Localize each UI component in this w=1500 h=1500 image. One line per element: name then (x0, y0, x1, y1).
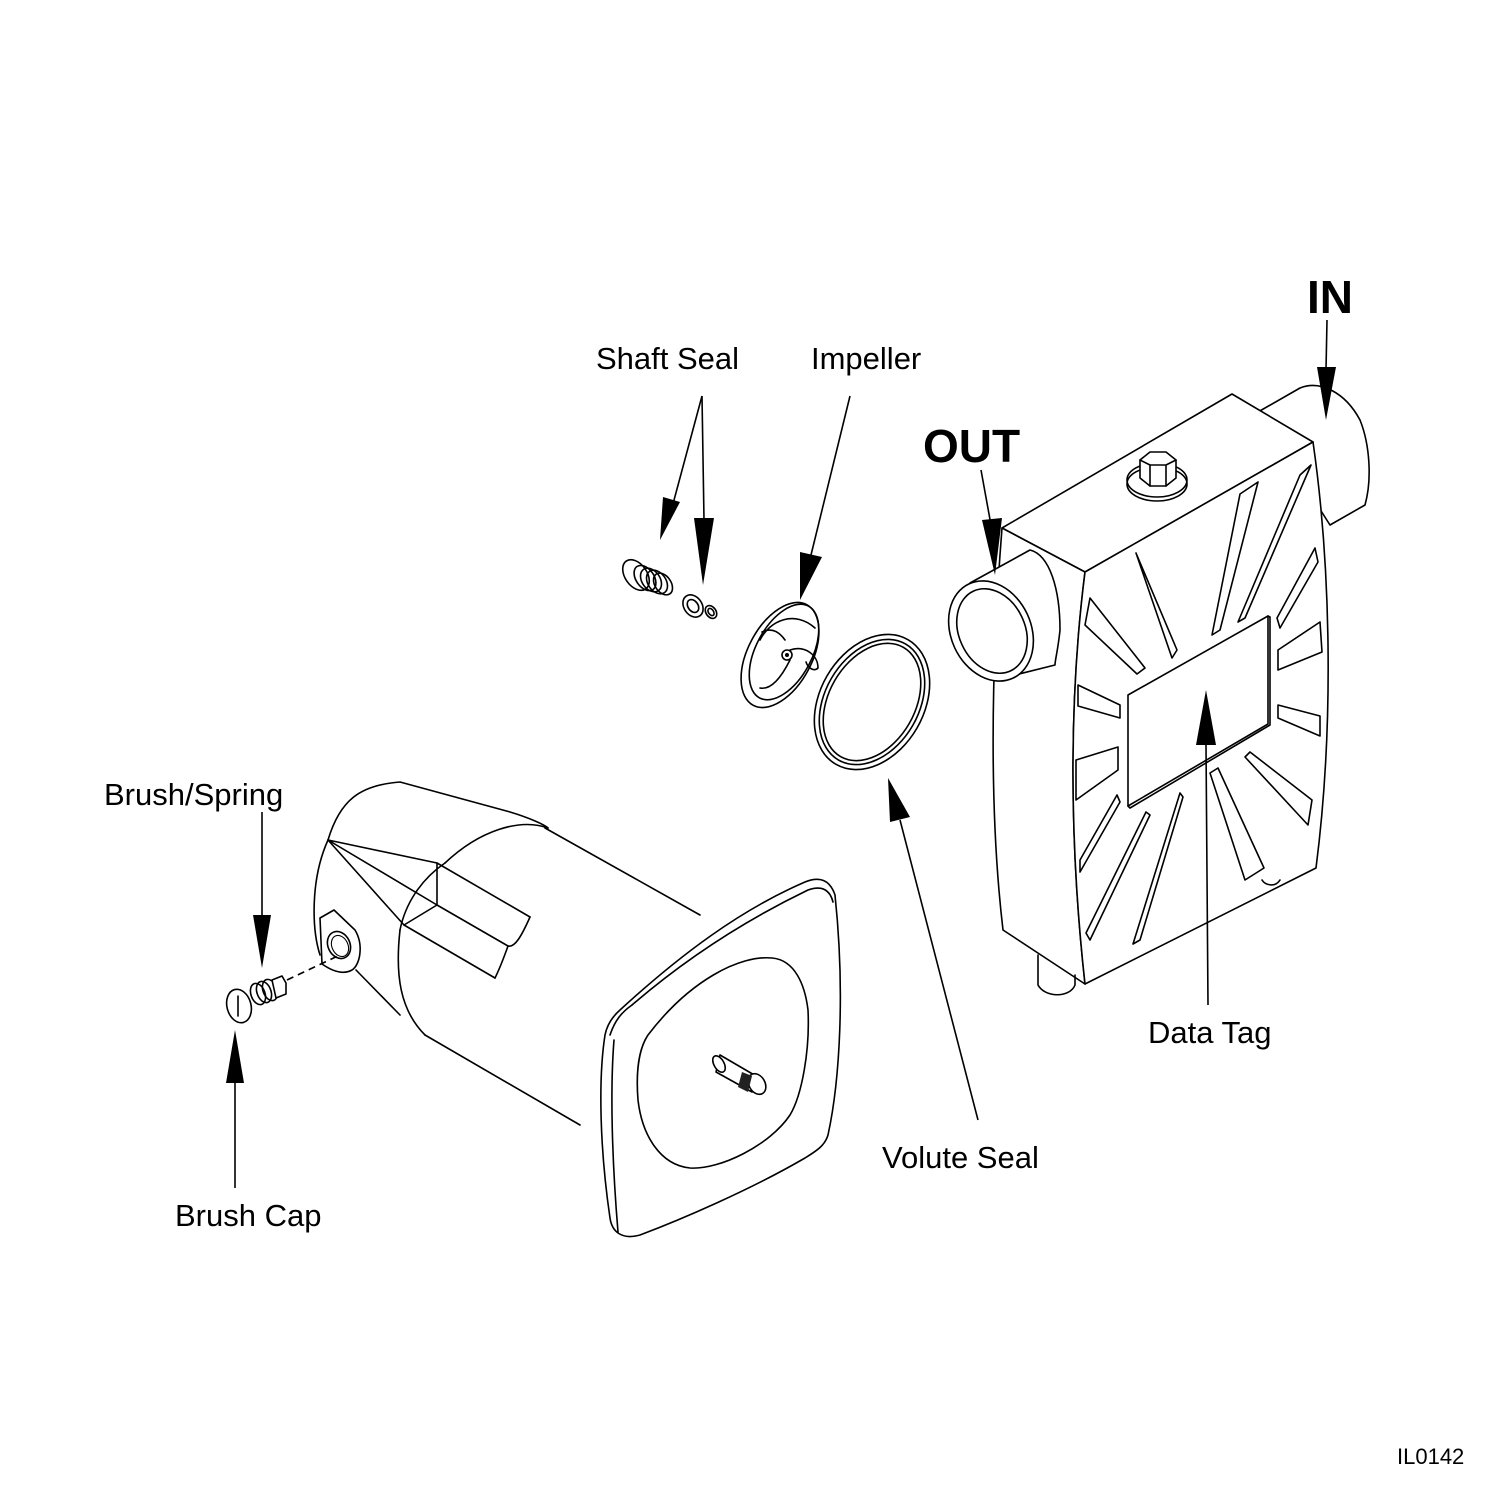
leader-impeller (800, 395, 851, 600)
label-brush-spring: Brush/Spring (104, 777, 283, 812)
data-tag-plate (1127, 615, 1271, 809)
brush-axis-line (286, 954, 341, 981)
impeller-part (740, 601, 820, 709)
pump-head (947, 384, 1370, 996)
label-shaft-seal: Shaft Seal (596, 341, 739, 376)
drain-plug (1126, 451, 1188, 502)
leader-brush-cap (226, 1030, 244, 1188)
radial-ribs (1075, 464, 1323, 945)
leader-in (1317, 319, 1336, 420)
shaft-seal-part (621, 558, 718, 620)
brush-spring-part (249, 975, 287, 1006)
brush-boss (319, 909, 401, 1016)
volute-seal-part (813, 633, 931, 771)
label-volute-seal: Volute Seal (882, 1140, 1039, 1175)
leader-shaft-seal (660, 395, 714, 585)
outlet-port (947, 549, 1061, 682)
leader-data-tag (1196, 690, 1216, 1006)
motor-shaft (711, 1054, 767, 1096)
leader-volute-seal (888, 778, 979, 1121)
reference-code: IL0142 (1397, 1444, 1464, 1469)
label-outlet: OUT (923, 420, 1020, 472)
label-impeller: Impeller (811, 341, 921, 376)
leader-out (980, 469, 1002, 575)
label-data-tag: Data Tag (1148, 1015, 1272, 1050)
motor (313, 781, 842, 1238)
brush-cap-part (225, 988, 253, 1024)
leader-brush-spring (253, 812, 271, 968)
mounting-flange (600, 878, 842, 1238)
label-inlet: IN (1307, 271, 1353, 323)
label-brush-cap: Brush Cap (175, 1198, 321, 1233)
